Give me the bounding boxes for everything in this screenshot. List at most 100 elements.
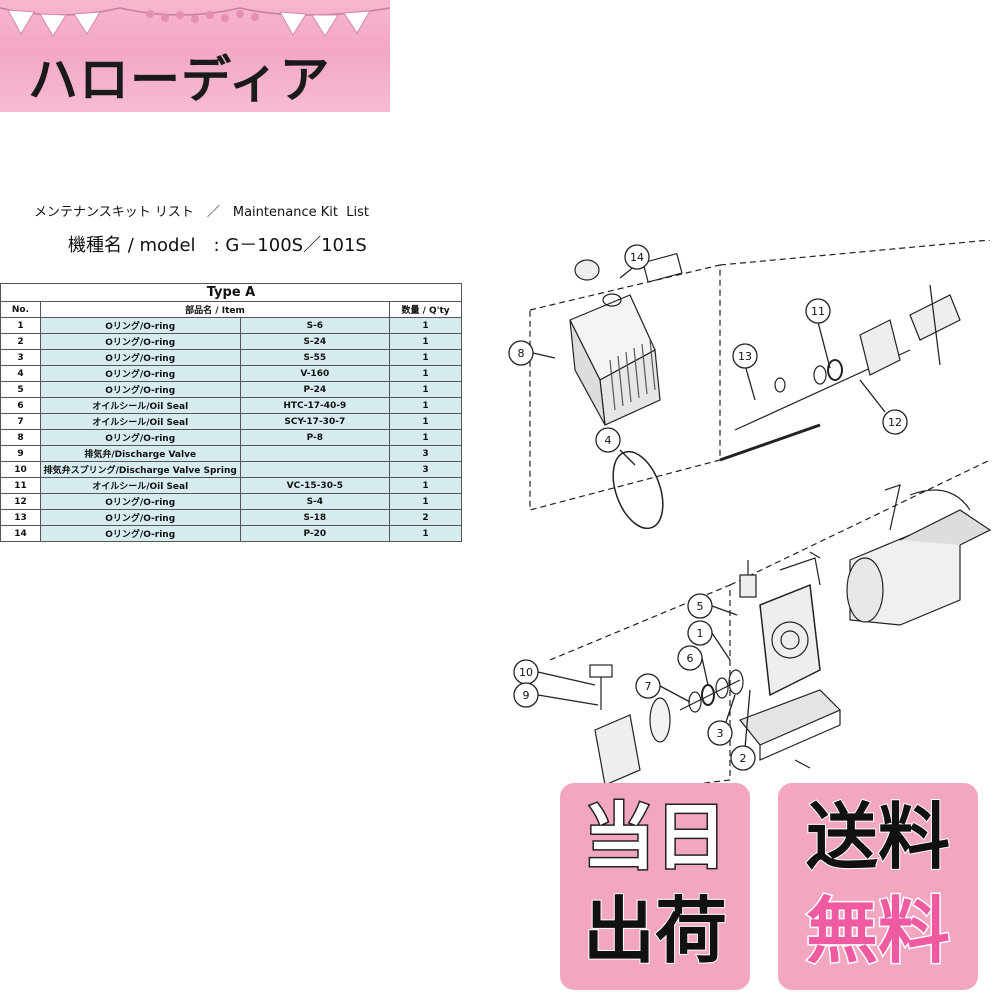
callout-label: 3: [717, 727, 724, 740]
same-day-shipping-badge: 当日 出荷: [560, 783, 750, 990]
row-qty: 1: [389, 317, 462, 334]
callout-label: 6: [687, 652, 694, 665]
callout-label: 8: [518, 347, 525, 360]
row-item: Oリング/O-ring: [39, 493, 241, 510]
row-no: 13: [0, 509, 41, 526]
row-item: オイルシール/Oil Seal: [39, 397, 241, 414]
callout-label: 2: [740, 752, 747, 765]
row-qty: 1: [389, 493, 462, 510]
table-row: 14 Oリング/O-ring P-20 1: [0, 525, 462, 542]
table-row: 5 Oリング/O-ring P-24 1: [0, 381, 462, 398]
row-qty: 1: [389, 365, 462, 382]
table-row: 8 Oリング/O-ring P-8 1: [0, 429, 462, 446]
row-part-code: P-24: [239, 381, 391, 398]
row-qty: 1: [389, 413, 462, 430]
row-qty: 3: [389, 461, 462, 478]
row-qty: 1: [389, 349, 462, 366]
same-day-line2: 出荷: [582, 889, 728, 973]
callout-label: 10: [519, 666, 533, 679]
callout-label: 7: [645, 680, 652, 693]
table-row: 4 Oリング/O-ring V-160 1: [0, 365, 462, 382]
row-part-code: S-24: [239, 333, 391, 350]
row-item: Oリング/O-ring: [39, 349, 241, 366]
row-no: 4: [0, 365, 41, 382]
exploded-parts-diagram: 14 8 13 11 12 4 5 1 6 7 10 9 3 2: [508, 240, 992, 800]
row-no: 2: [0, 333, 41, 350]
callout-label: 11: [811, 305, 825, 318]
table-body: 1 Oリング/O-ring S-6 1 2 Oリング/O-ring S-24 1…: [0, 317, 462, 542]
row-item: 排気弁スプリング/Discharge Valve Spring: [39, 461, 241, 478]
maintenance-kit-table: Type A No. 部品名 / Item 数量 / Q'ty 1 Oリング/O…: [0, 283, 462, 542]
row-item: Oリング/O-ring: [39, 333, 241, 350]
free-shipping-badge: 送料 無料: [778, 783, 978, 990]
row-qty: 1: [389, 525, 462, 542]
col-qty: 数量 / Q'ty: [389, 301, 462, 318]
row-qty: 3: [389, 445, 462, 462]
callout-label: 9: [523, 689, 530, 702]
row-no: 3: [0, 349, 41, 366]
table-row: 9 排気弁/Discharge Valve 3: [0, 445, 462, 462]
row-no: 10: [0, 461, 41, 478]
row-qty: 1: [389, 429, 462, 446]
row-part-code: P-20: [239, 525, 391, 542]
row-no: 6: [0, 397, 41, 414]
row-item: 排気弁/Discharge Valve: [39, 445, 241, 462]
bunting-garland-decoration: [0, 7, 390, 37]
free-shipping-line2: 無料: [804, 889, 951, 973]
table-row: 12 Oリング/O-ring S-4 1: [0, 493, 462, 510]
row-no: 14: [0, 525, 41, 542]
row-item: オイルシール/Oil Seal: [39, 413, 241, 430]
table-row: 1 Oリング/O-ring S-6 1: [0, 317, 462, 334]
table-row: 6 オイルシール/Oil Seal HTC-17-40-9 1: [0, 397, 462, 414]
row-qty: 2: [389, 509, 462, 526]
model-label: 機種名 / model : G－100S／101S: [68, 235, 367, 256]
row-item: Oリング/O-ring: [39, 381, 241, 398]
row-part-code: SCY-17-30-7: [239, 413, 391, 430]
callout-label: 14: [630, 251, 644, 264]
table-row: 3 Oリング/O-ring S-55 1: [0, 349, 462, 366]
row-item: Oリング/O-ring: [39, 509, 241, 526]
row-part-code: S-18: [239, 509, 391, 526]
shop-name: ハローディア: [28, 51, 331, 109]
table-type-header: Type A: [0, 283, 462, 302]
row-qty: 1: [389, 477, 462, 494]
row-part-code: S-4: [239, 493, 391, 510]
row-item: Oリング/O-ring: [39, 317, 241, 334]
row-item: Oリング/O-ring: [39, 429, 241, 446]
row-no: 12: [0, 493, 41, 510]
row-no: 9: [0, 445, 41, 462]
table-row: 10 排気弁スプリング/Discharge Valve Spring 3: [0, 461, 462, 478]
row-part-code: HTC-17-40-9: [239, 397, 391, 414]
row-item: Oリング/O-ring: [39, 525, 241, 542]
col-item: 部品名 / Item: [39, 301, 391, 318]
table-row: 2 Oリング/O-ring S-24 1: [0, 333, 462, 350]
row-part-code: S-6: [239, 317, 391, 334]
row-no: 5: [0, 381, 41, 398]
row-part-code: [239, 461, 391, 478]
row-qty: 1: [389, 333, 462, 350]
row-no: 7: [0, 413, 41, 430]
col-no: No.: [0, 301, 41, 318]
row-qty: 1: [389, 397, 462, 414]
kit-list-title: メンテナンスキット リスト ／ Maintenance Kit List: [34, 205, 369, 220]
row-no: 1: [0, 317, 41, 334]
callout-label: 4: [605, 434, 612, 447]
same-day-line1: 当日: [581, 795, 728, 879]
table-row: 7 オイルシール/Oil Seal SCY-17-30-7 1: [0, 413, 462, 430]
table-column-header: No. 部品名 / Item 数量 / Q'ty: [0, 301, 462, 318]
table-row: 13 Oリング/O-ring S-18 2: [0, 509, 462, 526]
row-qty: 1: [389, 381, 462, 398]
row-item: Oリング/O-ring: [39, 365, 241, 382]
callout-label: 12: [888, 416, 902, 429]
row-part-code: S-55: [239, 349, 391, 366]
row-no: 11: [0, 477, 41, 494]
row-part-code: [239, 445, 391, 462]
callout-label: 5: [697, 600, 704, 613]
callout-label: 13: [738, 350, 752, 363]
type-label: Type A: [0, 283, 462, 302]
row-item: オイルシール/Oil Seal: [39, 477, 241, 494]
row-part-code: V-160: [239, 365, 391, 382]
free-shipping-line1: 送料: [805, 795, 951, 879]
shop-banner: ハローディア: [0, 0, 390, 112]
row-no: 8: [0, 429, 41, 446]
